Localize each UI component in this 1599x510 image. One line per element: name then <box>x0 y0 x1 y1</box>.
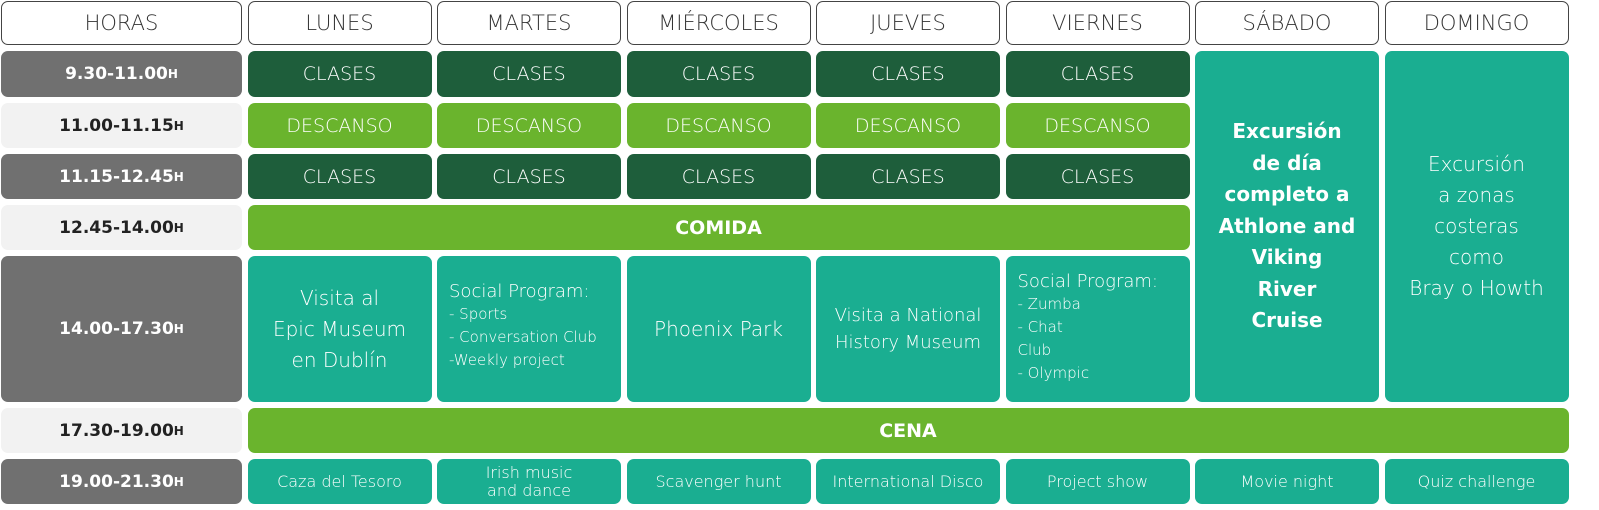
evening-miercoles: Scavenger hunt <box>626 459 811 504</box>
time-suffix: H <box>173 169 184 184</box>
clases-cell: CLASES <box>1005 154 1190 199</box>
line: a zonas <box>1438 183 1515 207</box>
descanso-cell: DESCANSO <box>247 103 432 148</box>
header-jueves: JUEVES <box>816 1 1000 45</box>
clases-cell: CLASES <box>626 154 811 199</box>
line: River <box>1257 276 1317 301</box>
line: Athlone and <box>1218 213 1356 238</box>
header-miercoles: MIÉRCOLES <box>626 1 811 45</box>
clases-cell: CLASES <box>626 51 811 97</box>
time-suffix: H <box>173 118 184 133</box>
line: Excursión <box>1428 152 1525 176</box>
time-range: 12.45-14.00 <box>59 217 174 238</box>
line: como <box>1449 245 1504 269</box>
list-item: - Chat <box>1017 318 1063 336</box>
line: Excursión <box>1232 119 1342 144</box>
afternoon-martes: Social Program: - Sports - Conversation … <box>437 256 621 402</box>
afternoon-miercoles: Phoenix Park <box>626 256 811 402</box>
list-item: -Weekly project <box>449 351 565 369</box>
line: completo a <box>1224 182 1350 207</box>
line: Visita al <box>299 285 380 310</box>
time-suffix: H <box>173 474 184 489</box>
clases-cell: CLASES <box>816 154 1000 199</box>
clases-cell: CLASES <box>247 51 432 97</box>
descanso-cell: DESCANSO <box>437 103 621 148</box>
list-item: - Conversation Club <box>449 328 597 346</box>
clases-cell: CLASES <box>816 51 1000 97</box>
descanso-cell: DESCANSO <box>1005 103 1190 148</box>
time-suffix: H <box>173 220 184 235</box>
clases-cell: CLASES <box>437 51 621 97</box>
time-suffix: H <box>173 423 184 438</box>
list-item: - Sports <box>449 305 508 323</box>
afternoon-viernes: Social Program: - Zumba - Chat Club - Ol… <box>1005 256 1190 402</box>
evening-sabado: Movie night <box>1195 459 1379 504</box>
line: and dance <box>487 480 571 500</box>
line: Irish music <box>485 462 573 482</box>
social-program-title: Social Program: <box>1017 271 1158 292</box>
social-program-title: Social Program: <box>449 281 590 302</box>
comida-bar: COMIDA <box>247 205 1190 250</box>
time-range: 17.30-19.00 <box>59 420 174 441</box>
line: en Dublín <box>291 347 388 372</box>
time-range: 14.00-17.30 <box>59 319 174 339</box>
clases-cell: CLASES <box>437 154 621 199</box>
evening-lunes: Caza del Tesoro <box>247 459 432 504</box>
line: Visita a National <box>834 305 982 326</box>
header-horas: HORAS <box>1 1 242 45</box>
time-range: 9.30-11.00 <box>65 64 168 84</box>
header-sabado: SÁBADO <box>1195 1 1379 45</box>
header-viernes: VIERNES <box>1005 1 1190 45</box>
line: Viking <box>1251 245 1323 270</box>
time-range: 11.15-12.45 <box>59 166 174 187</box>
evening-viernes: Project show <box>1005 459 1190 504</box>
cena-bar: CENA <box>247 408 1569 453</box>
evening-jueves: International Disco <box>816 459 1000 504</box>
clases-cell: CLASES <box>247 154 432 199</box>
time-range: 11.00-11.15 <box>59 115 174 136</box>
list-item: - Olympic <box>1017 364 1090 382</box>
time-suffix: H <box>173 322 184 336</box>
time-suffix: H <box>167 67 178 81</box>
line: Bray o Howth <box>1409 276 1544 300</box>
line: de día <box>1252 150 1322 175</box>
descanso-cell: DESCANSO <box>816 103 1000 148</box>
line: costeras <box>1434 214 1519 238</box>
afternoon-lunes: Visita al Epic Museum en Dublín <box>247 256 432 402</box>
schedule-table: HORAS LUNES MARTES MIÉRCOLES JUEVES VIER… <box>1 1 1569 504</box>
line: Epic Museum <box>272 316 407 341</box>
line: History Museum <box>834 332 982 353</box>
descanso-cell: DESCANSO <box>626 103 811 148</box>
clases-cell: CLASES <box>1005 51 1190 97</box>
header-lunes: LUNES <box>247 1 432 45</box>
list-item: - Zumba <box>1017 295 1081 313</box>
header-martes: MARTES <box>437 1 621 45</box>
line: Cruise <box>1251 308 1323 333</box>
list-item: Club <box>1017 341 1052 359</box>
time-range: 19.00-21.30 <box>59 471 174 492</box>
evening-domingo: Quiz challenge <box>1384 459 1569 504</box>
header-domingo: DOMINGO <box>1384 1 1569 45</box>
